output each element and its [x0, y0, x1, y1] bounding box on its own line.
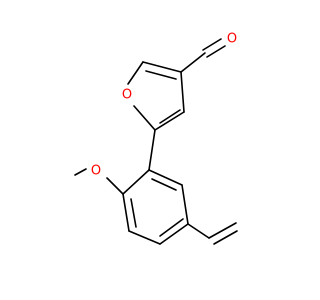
benzene-bond-4-5-inner	[159, 218, 184, 237]
furan-bond-c3-c2-inner	[145, 70, 177, 80]
aldehyde-co-bond-b	[202, 38, 222, 51]
furan-bond-c5-c4-inner	[159, 109, 181, 124]
aldehyde-co-bond-a	[206, 45, 226, 58]
benzene-bond-6-1	[148, 169, 183, 186]
benzene-bond-5-6	[181, 184, 189, 225]
chemical-structure-diagram: O O O	[74, 32, 238, 245]
furan-bond-o-c5	[133, 105, 156, 131]
aldehyde-cc-bond	[180, 52, 206, 73]
aldehyde-oxygen-label: O	[227, 32, 237, 47]
furan-bond-c2-o	[127, 61, 144, 85]
methoxy-o-ring-bond	[106, 177, 124, 195]
benzene-bond-2-3-inner	[130, 198, 137, 228]
atom-labels: O O O	[91, 32, 237, 179]
vinyl-double-bond-a	[208, 222, 237, 239]
benzene-bond-3-4	[128, 230, 161, 245]
furan-bond-c3-c2	[142, 61, 182, 73]
benzene-bond-6-1-inner	[151, 178, 177, 191]
furan-oxygen-label: O	[122, 88, 132, 103]
furan-benzene-bond	[148, 129, 156, 171]
vinyl-ring-bond	[187, 223, 210, 239]
methoxy-oxygen-label: O	[91, 164, 101, 179]
bonds	[74, 38, 238, 245]
vinyl-double-bond-b	[213, 230, 238, 245]
benzene-bond-4-5	[159, 223, 189, 245]
benzene-bond-2-3	[122, 193, 130, 232]
benzene-bond-1-2	[122, 169, 150, 195]
furan-bond-c4-c3	[180, 71, 185, 113]
furan-bond-c5-c4	[154, 111, 185, 131]
methoxy-o-methyl-bond	[74, 168, 87, 176]
